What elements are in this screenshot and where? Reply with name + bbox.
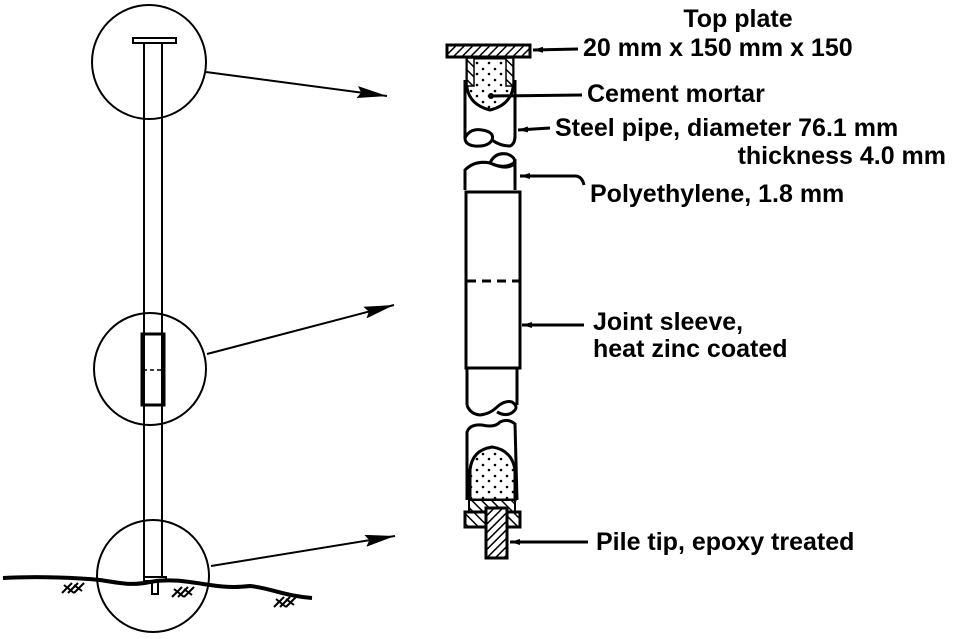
- leader-polyethylene: [520, 173, 586, 186]
- detail-pile: [445, 43, 532, 560]
- leader-steel-pipe: [517, 126, 551, 133]
- label-steel-pipe-line2: thickness 4.0 mm: [738, 142, 946, 170]
- label-pile-tip: Pile tip, epoxy treated: [596, 528, 854, 556]
- leader-top-plate: [532, 46, 579, 53]
- detail-weld-right: [505, 57, 514, 87]
- detail-circle-top: [91, 4, 207, 120]
- detail-circle-joint: [93, 312, 207, 426]
- label-polyethylene: Polyethylene, 1.8 mm: [590, 180, 844, 208]
- detail-circle-tip: [96, 519, 210, 633]
- detail-pile-tip: [484, 506, 509, 560]
- detail-pipe-bottom: [465, 418, 519, 501]
- label-joint-sleeve-line1: Joint sleeve,: [593, 308, 743, 336]
- detail-break-bottom-a: [465, 400, 518, 417]
- leader-arrow-joint: [206, 304, 395, 355]
- leader-cement-mortar: [490, 93, 583, 98]
- detail-cement-mortar-bottom: [468, 445, 517, 502]
- detail-break-upper-a: [463, 128, 494, 148]
- label-cement-mortar: Cement mortar: [587, 80, 765, 108]
- leader-cement-mortar-dot: [488, 93, 494, 99]
- overview-top-plate: [132, 37, 177, 44]
- overview-joint-sleeve: [140, 332, 166, 407]
- overview-pile: [132, 37, 177, 595]
- detail-top-plate: [445, 43, 532, 59]
- label-joint-sleeve-line2: heat zinc coated: [593, 335, 788, 363]
- leader-arrow-tip: [210, 534, 396, 567]
- soil-symbols: [61, 582, 297, 608]
- label-top-plate-title: Top plate: [683, 5, 792, 33]
- label-top-plate-dims: 20 mm x 150 mm x 150: [583, 34, 853, 62]
- ground-line: [2, 575, 313, 600]
- label-steel-pipe-line1: Steel pipe, diameter 76.1 mm: [555, 114, 898, 142]
- detail-break-lower: [488, 152, 516, 169]
- leader-arrow-top: [205, 71, 388, 99]
- detail-weld-left: [466, 57, 475, 87]
- detail-break-upper-b: [491, 135, 517, 148]
